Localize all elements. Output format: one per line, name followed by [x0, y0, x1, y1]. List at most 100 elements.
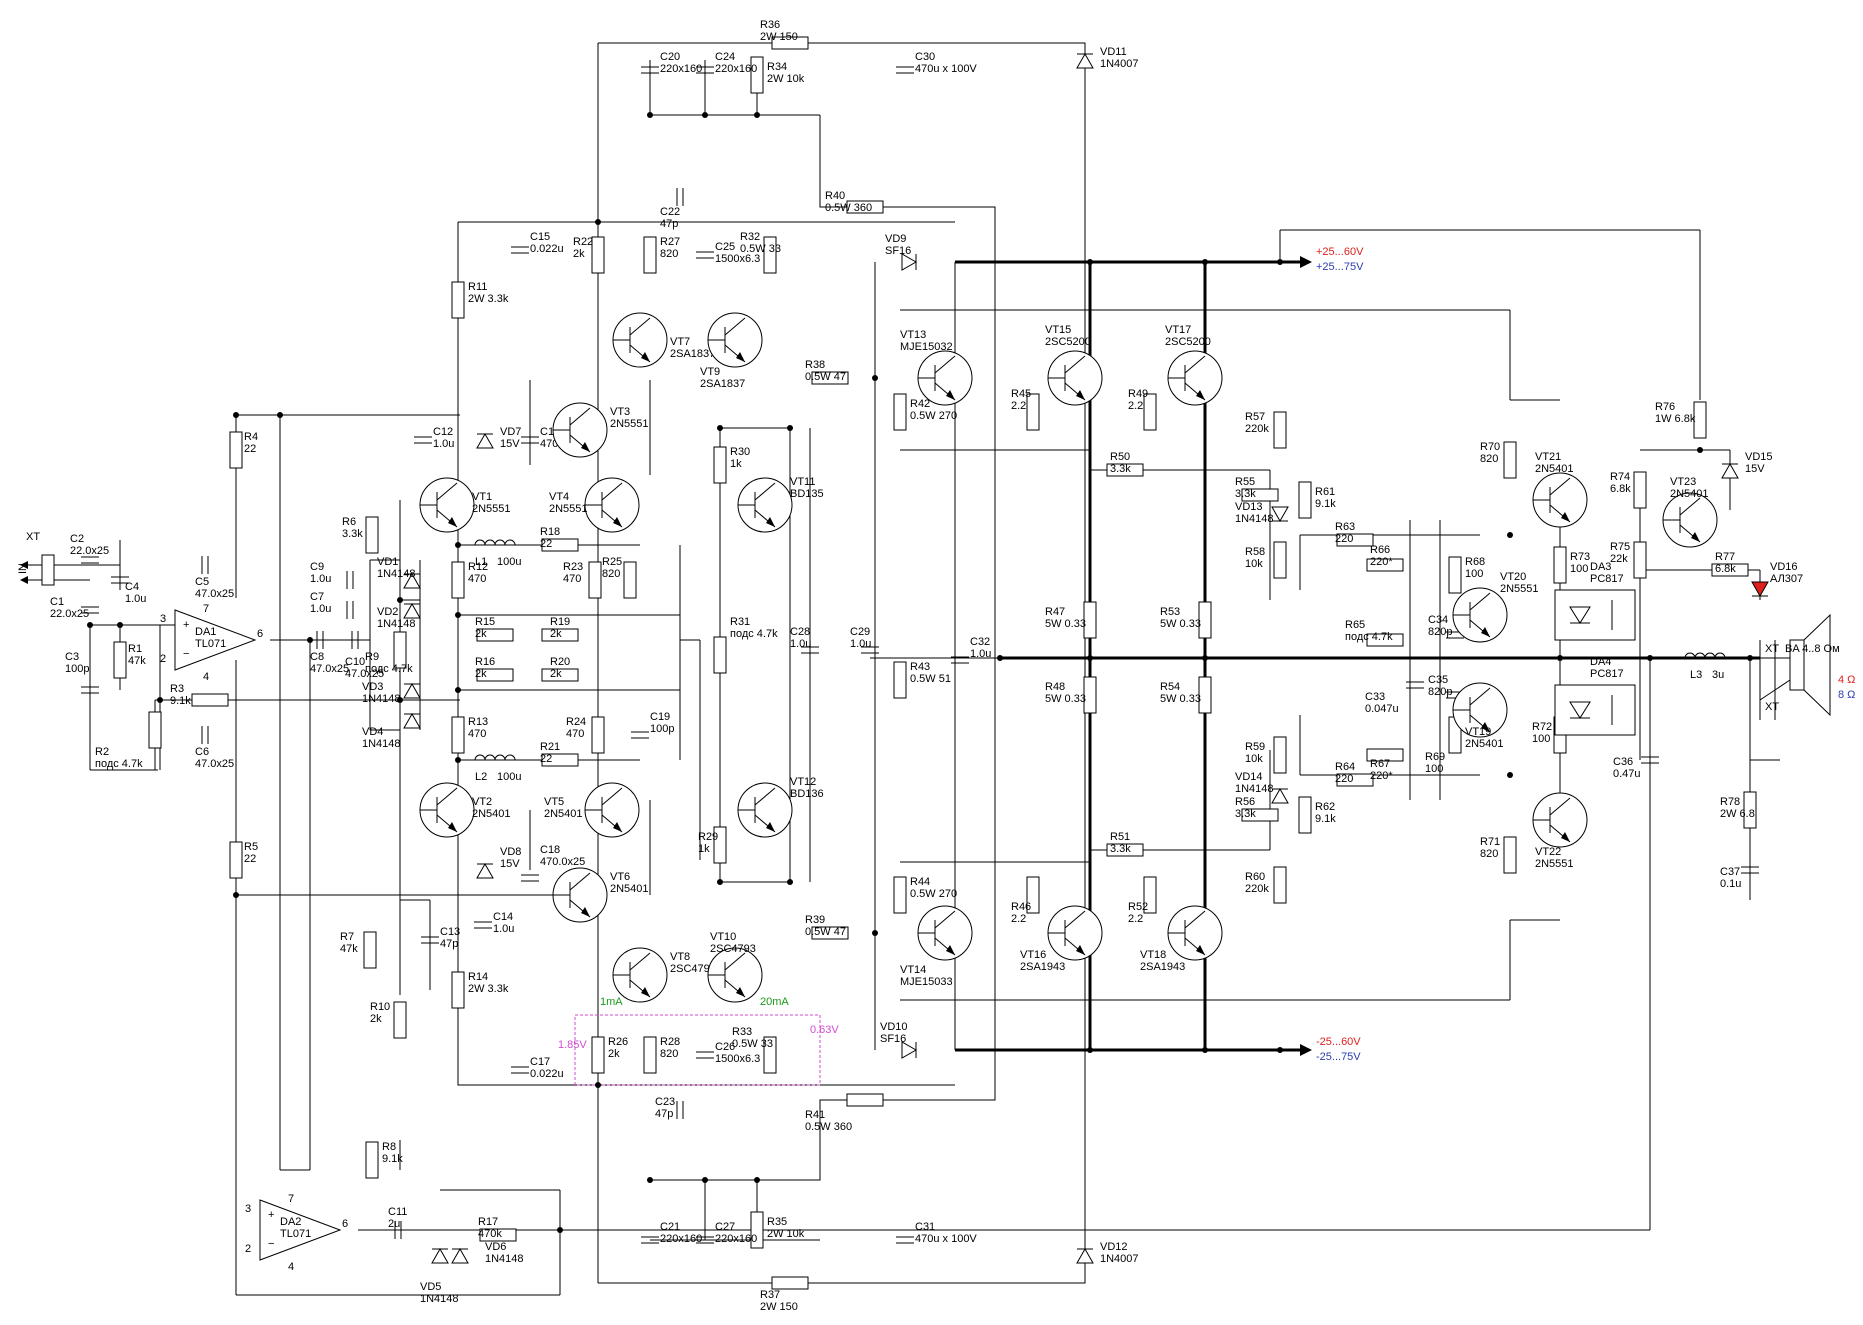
capacitor-value: 1.0u [493, 923, 514, 935]
transistor-ref: VT11 [790, 476, 815, 488]
input-xt-label: XT [26, 531, 40, 543]
resistor-value: 1k [698, 843, 710, 855]
diode-value: SF16 [885, 245, 911, 257]
capacitor-ref: C5 [195, 576, 209, 588]
resistor-value: 2k [475, 628, 487, 640]
resistor-ref: R55 [1235, 476, 1255, 488]
pin-2: 2 [245, 1243, 251, 1255]
inductor-value: 100u [497, 771, 521, 783]
capacitor-ref: C1 [50, 596, 64, 608]
resistor-r6: R63.3k [342, 516, 379, 554]
resistor-ref: R34 [767, 61, 787, 73]
resistor-ref: R53 [1160, 606, 1180, 618]
inductor-value: 3u [1712, 669, 1724, 681]
resistor-value: 47k [128, 655, 146, 667]
resistor-ref: R29 [698, 831, 718, 843]
resistor-value: 47k [340, 943, 358, 955]
capacitor-c4: C41.0u [111, 576, 146, 605]
resistor-ref: R59 [1245, 741, 1265, 753]
diode-value: АЛ307 [1770, 573, 1803, 585]
resistor-value: 10k [1245, 558, 1263, 570]
transistor-part: 2N5401 [544, 808, 583, 820]
resistor-value: 100 [1425, 763, 1443, 775]
capacitor-value: 47p [660, 218, 678, 230]
transistor-ref: VT23 [1670, 476, 1696, 488]
diode-value: 1N4148 [377, 568, 416, 580]
resistor-value: 3.3k [1235, 808, 1256, 820]
capacitor-ref: C19 [650, 711, 670, 723]
diode-ref: VD13 [1235, 501, 1263, 513]
resistor-value: 9.1k [1315, 498, 1336, 510]
inductor-ref: L2 [475, 771, 487, 783]
resistor-ref: R43 [910, 661, 930, 673]
transistor-ref: VT20 [1500, 571, 1526, 583]
rail-neg-75: -25...75V [1316, 1051, 1361, 1063]
resistor-value: 3.3k [342, 528, 363, 540]
resistor-value: 470 [468, 573, 486, 585]
transistor-part: 2SC5200 [1165, 336, 1211, 348]
resistor-ref: R65 [1345, 619, 1365, 631]
resistor-value: 820 [660, 248, 678, 260]
probe-20ma: 20mA [760, 996, 789, 1008]
resistor-value: 2W 150 [760, 31, 798, 43]
diode-ref: VD7 [500, 426, 521, 438]
rail-neg-60: -25...60V [1316, 1036, 1361, 1048]
capacitor-ref: C37 [1720, 866, 1740, 878]
rail-pos-75: +25...75V [1316, 261, 1364, 273]
transistor-part: 2SC4793 [710, 943, 756, 955]
resistor-ref: R46 [1011, 901, 1031, 913]
ic-part: PC817 [1590, 668, 1624, 680]
capacitor-ref: C27 [715, 1221, 735, 1233]
capacitor-ref: C11 [388, 1206, 407, 1218]
resistor-ref: R73 [1570, 551, 1590, 563]
resistor-ref: R8 [382, 1141, 396, 1153]
resistor-value: 2k [370, 1013, 382, 1025]
resistor-ref: R47 [1045, 606, 1065, 618]
diode-ref: VD14 [1235, 771, 1263, 783]
resistor-ref: R44 [910, 876, 930, 888]
ic-ref: DA2 [280, 1216, 301, 1228]
resistor-value: 22k [1610, 553, 1628, 565]
resistor-ref: R10 [370, 1001, 390, 1013]
capacitor-ref: C32 [970, 636, 990, 648]
resistor-ref: R21 [540, 741, 560, 753]
resistor-ref: R4 [244, 431, 258, 443]
transistor-part: 2N5401 [1535, 463, 1574, 475]
transistor-ref: VT7 [670, 336, 690, 348]
resistor-value: 0.5W 47 [805, 926, 846, 938]
diode-value: 1N4148 [485, 1253, 524, 1265]
capacitor-value: 0.022u [530, 243, 564, 255]
capacitor-c7: C71.0u [310, 591, 354, 619]
